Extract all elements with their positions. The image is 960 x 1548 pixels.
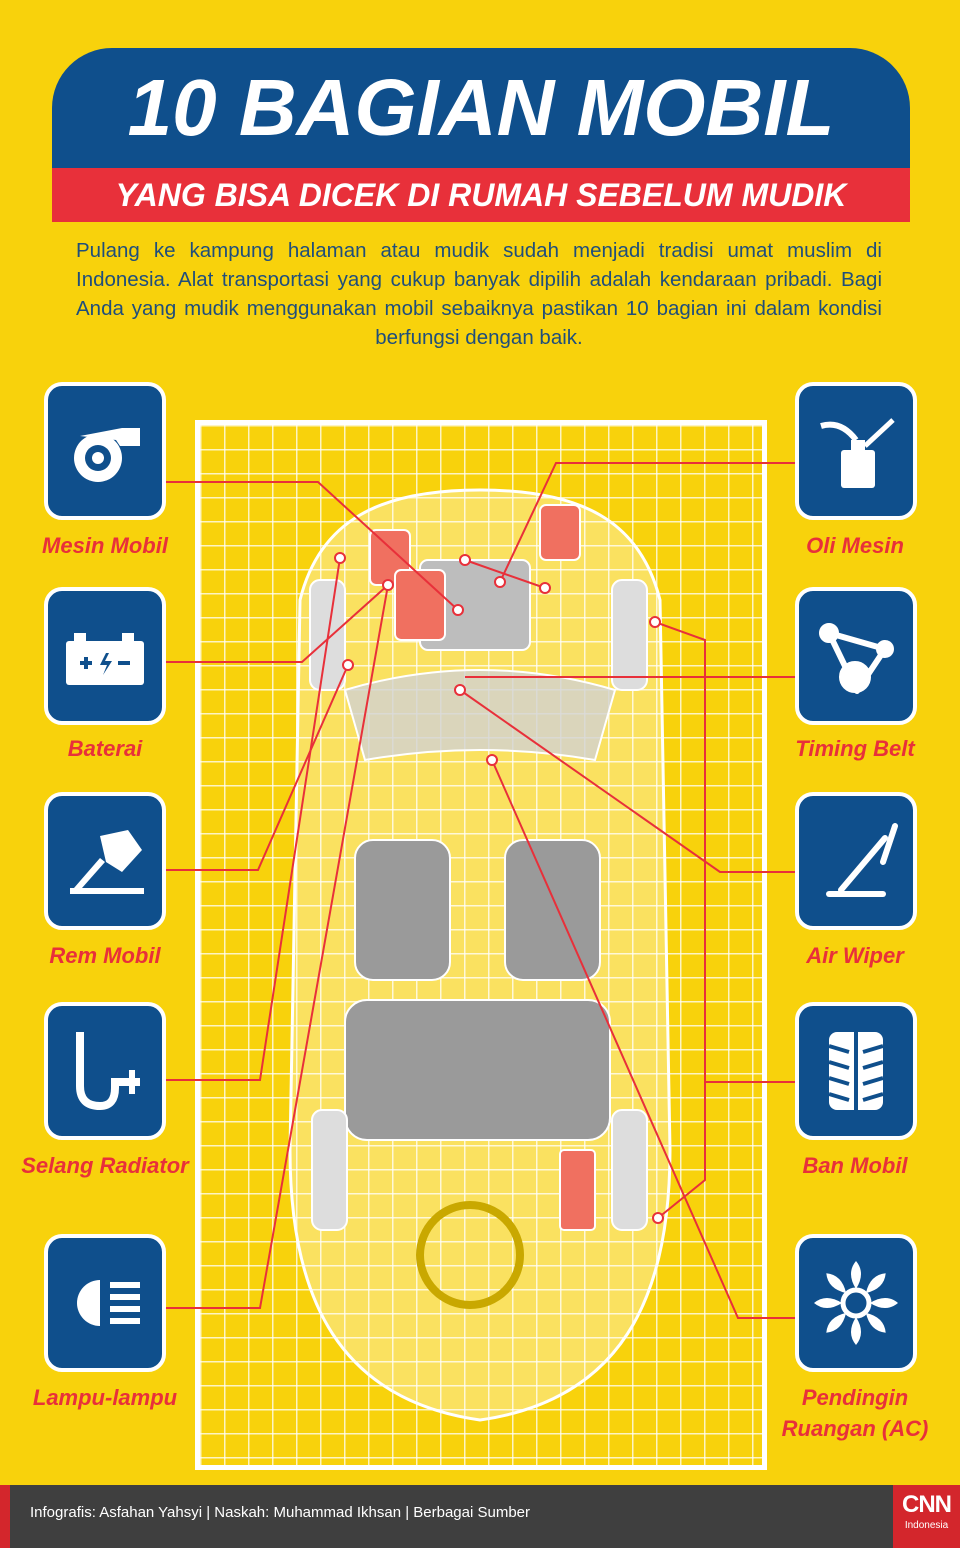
air-wiper-tile (795, 792, 917, 930)
ac-tile (795, 1234, 917, 1372)
title-banner: 10 BAGIAN MOBIL (52, 48, 910, 168)
timing-belt-icon (819, 623, 894, 694)
page-title: 10 BAGIAN MOBIL (127, 63, 835, 152)
oli-mesin-tile (795, 382, 917, 520)
air-wiper-label: Air Wiper (806, 943, 904, 968)
oli-mesin-label: Oli Mesin (806, 533, 904, 558)
rem-mobil-label: Rem Mobil (49, 943, 161, 968)
rem-mobil-tile (44, 792, 166, 930)
timing-belt-tile (795, 587, 917, 725)
headlight-icon (77, 1280, 140, 1326)
ac-label: Pendingin Ruangan (AC) (781, 1385, 929, 1441)
engine-part (539, 504, 581, 561)
lampu-tile (44, 1234, 166, 1372)
credits: Infografis: Asfahan Yahsyi | Naskah: Muh… (30, 1504, 531, 1521)
mesin-mobil-label: Mesin Mobil (42, 533, 168, 558)
rear-left-wheel (311, 1109, 348, 1231)
logo-main: CNN (902, 1491, 952, 1518)
ac-fan-icon (814, 1261, 898, 1345)
selang-radiator-label: Selang Radiator (21, 1153, 189, 1178)
front-left-seat (354, 839, 451, 981)
engine-part (394, 569, 446, 641)
ban-mobil-tile (795, 1002, 917, 1140)
subtitle-banner: YANG BISA DICEK DI RUMAH SEBELUM MUDIK (52, 168, 910, 222)
turbo-engine-icon (74, 428, 140, 482)
radiator-hose-icon (76, 1032, 140, 1111)
selang-radiator-tile (44, 1002, 166, 1140)
oil-can-icon (820, 418, 895, 488)
battery-icon (66, 633, 144, 685)
front-right-seat (504, 839, 601, 981)
brake-pedal-icon (70, 830, 144, 894)
footer: Infografis: Asfahan Yahsyi | Naskah: Muh… (0, 1485, 960, 1548)
baterai-label: Baterai (67, 736, 143, 761)
mesin-mobil-tile (44, 382, 166, 520)
intro-text: Pulang ke kampung halaman atau mudik sud… (76, 239, 882, 349)
windshield (343, 669, 617, 762)
connector-lines (155, 462, 808, 1319)
wiper-icon (826, 823, 898, 897)
rear-seat (344, 999, 611, 1141)
lampu-label: Lampu-lampu (32, 1385, 178, 1410)
tire-icon (828, 1032, 884, 1110)
spare-tire (416, 1201, 524, 1309)
cnn-indonesia-logo: CNN Indonesia (893, 1485, 960, 1548)
rear-right-wheel (611, 1109, 648, 1231)
page-subtitle: YANG BISA DICEK DI RUMAH SEBELUM MUDIK (115, 177, 847, 213)
baterai-tile (44, 587, 166, 725)
front-right-wheel (611, 579, 648, 691)
ban-mobil-label: Ban Mobil (802, 1153, 908, 1178)
exhaust (559, 1149, 596, 1231)
logo-sub: Indonesia (904, 1520, 949, 1531)
timing-belt-label: Timing Belt (795, 736, 915, 761)
